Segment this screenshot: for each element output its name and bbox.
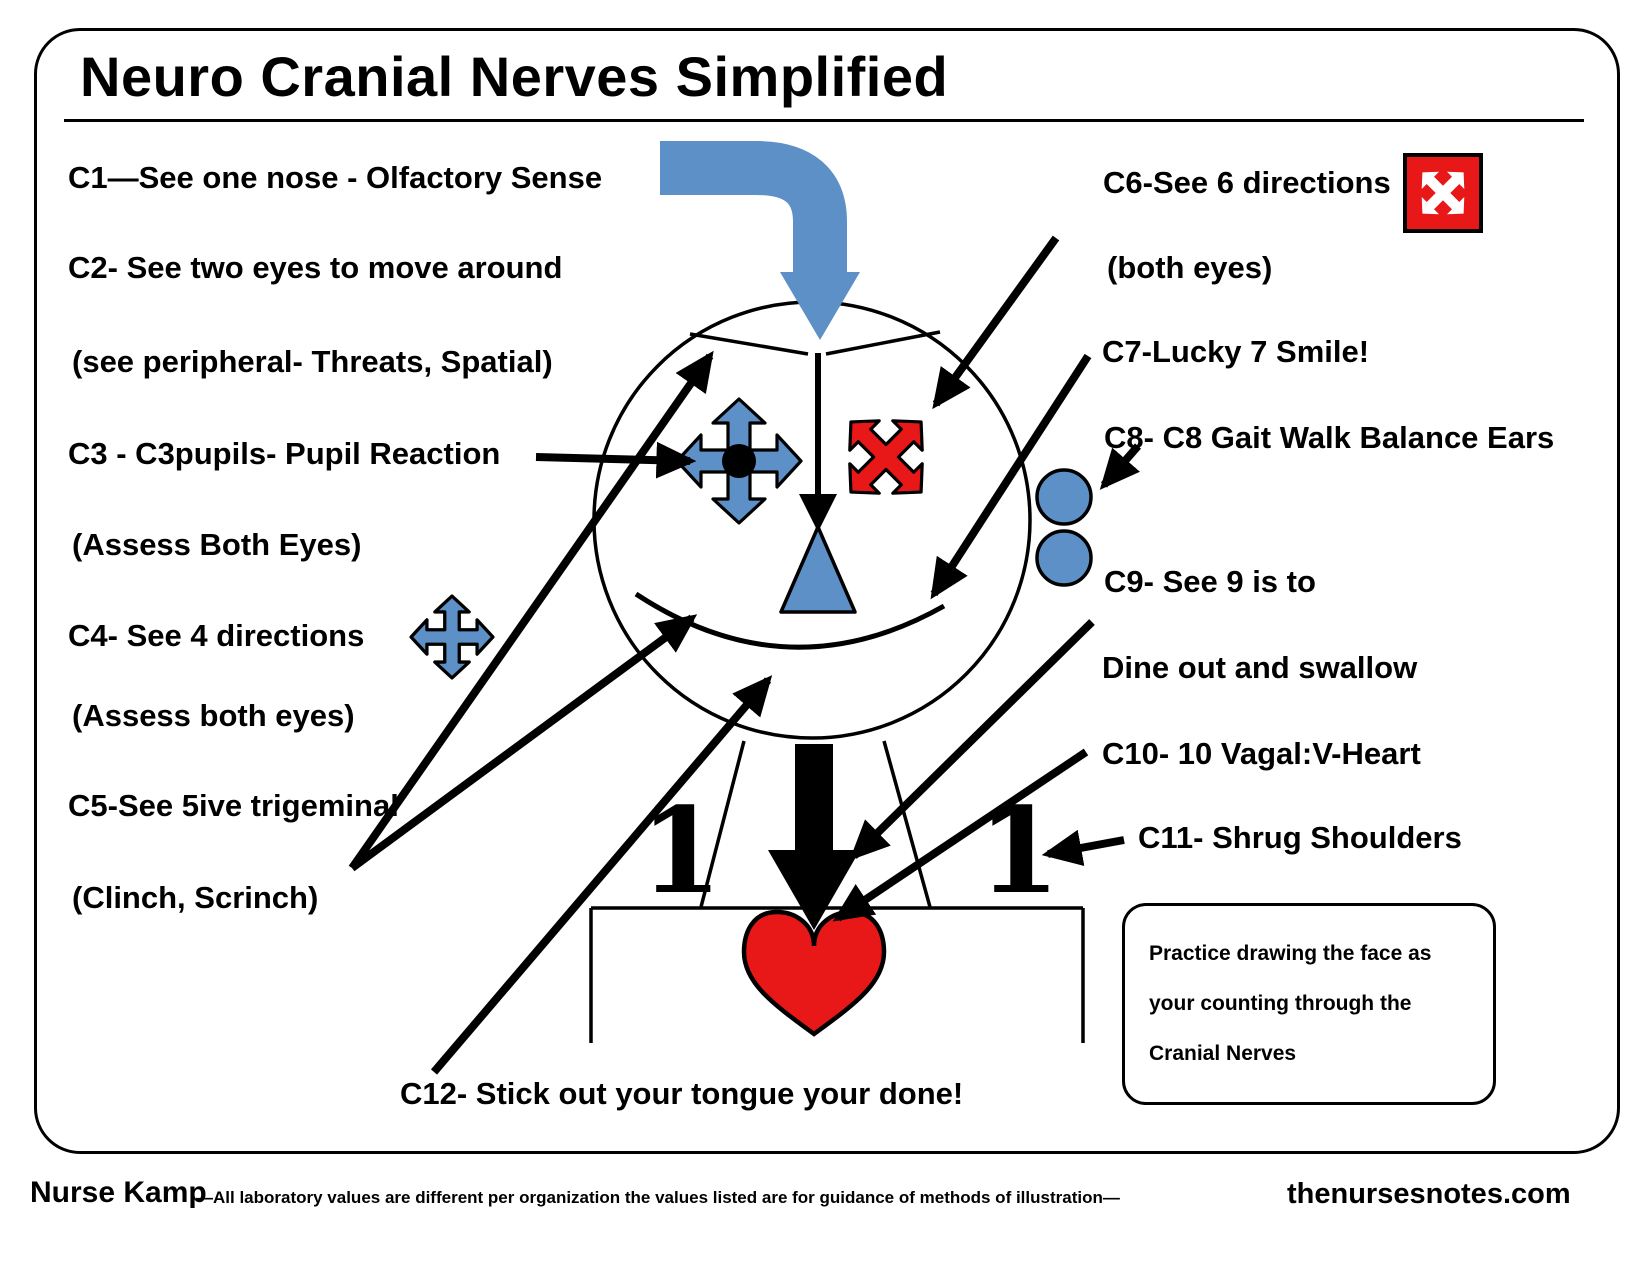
page-title: Neuro Cranial Nerves Simplified — [80, 45, 949, 108]
label-c10: C10- 10 Vagal:V-Heart — [1102, 736, 1421, 771]
label-c3: C3 - C3pupils- Pupil Reaction — [68, 436, 501, 471]
label-c9-note: Dine out and swallow — [1102, 650, 1418, 685]
label-c4-note: (Assess both eyes) — [72, 698, 355, 733]
left-shoulder-numeral: 1 — [640, 781, 723, 920]
label-c12: C12- Stick out your tongue your done! — [400, 1076, 964, 1111]
footer-author: Nurse Kamp — [30, 1176, 207, 1209]
label-c1: C1—See one nose - Olfactory Sense — [68, 160, 603, 195]
label-c6-note: (both eyes) — [1107, 250, 1273, 285]
c4-four-direction-arrow-icon — [409, 594, 495, 680]
label-c2-note: (see peripheral- Threats, Spatial) — [72, 344, 553, 379]
label-c3-note: (Assess Both Eyes) — [72, 527, 362, 562]
practice-note-line1: Practice drawing the face as — [1149, 942, 1432, 965]
label-c8: C8- C8 Gait Walk Balance Ears — [1104, 420, 1555, 455]
label-c7: C7-Lucky 7 Smile! — [1102, 334, 1370, 369]
label-c5: C5-See 5ive trigeminal — [68, 788, 399, 823]
practice-note-box: Practice drawing the face as your counti… — [1122, 903, 1496, 1105]
footer-website: thenursesnotes.com — [1287, 1178, 1571, 1210]
footer-disclaimer: —All laboratory values are different per… — [196, 1188, 1120, 1207]
title-underline — [64, 119, 1584, 122]
label-c6: C6-See 6 directions — [1103, 165, 1391, 200]
practice-note-line3: Cranial Nerves — [1149, 1042, 1297, 1065]
label-c9: C9- See 9 is to — [1104, 564, 1316, 599]
label-c2: C2- See two eyes to move around — [68, 250, 563, 285]
page-border-frame — [34, 28, 1620, 1154]
practice-note-line2: your counting through the — [1149, 992, 1412, 1015]
label-c4: C4- See 4 directions — [68, 618, 365, 653]
label-c11: C11- Shrug Shoulders — [1138, 820, 1462, 855]
c6-six-direction-arrow-icon — [1403, 153, 1483, 233]
label-c5-note: (Clinch, Scrinch) — [72, 880, 319, 915]
right-shoulder-numeral: 1 — [978, 781, 1061, 920]
